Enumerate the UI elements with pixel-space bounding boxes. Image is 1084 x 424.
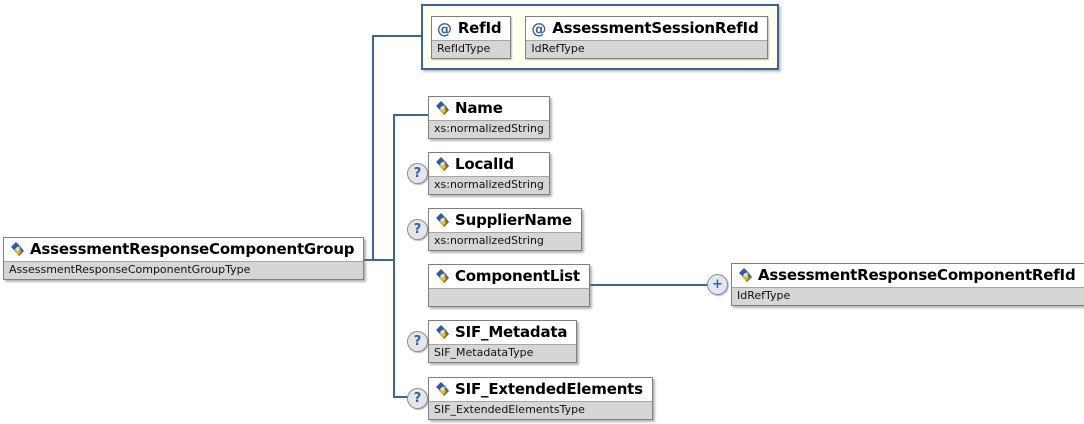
element-icon <box>436 157 449 171</box>
node-title: RefId <box>457 19 502 37</box>
node-title: AssessmentResponseComponentGroup <box>30 240 355 258</box>
node-title: ComponentList <box>455 267 580 285</box>
optional-badge: ? <box>407 388 428 409</box>
node-title: LocalId <box>455 155 514 173</box>
connector-componentlist-to-refid <box>578 284 710 286</box>
connector-extendedelements-stub <box>393 396 410 398</box>
node-type: AssessmentResponseComponentGroupType <box>4 261 364 279</box>
node-assessment-session-refid-attribute[interactable]: @ AssessmentSessionRefId IdRefType <box>525 16 769 59</box>
node-refid-attribute[interactable]: @ RefId RefIdType <box>431 16 512 59</box>
node-suppliername[interactable]: SupplierName xs:normalizedString <box>428 208 582 251</box>
element-icon <box>436 213 449 227</box>
attribute-icon: @ <box>437 19 452 38</box>
node-title: AssessmentSessionRefId <box>552 19 759 37</box>
node-type <box>429 288 589 306</box>
node-title-row: LocalId <box>429 153 549 176</box>
element-icon <box>11 242 24 256</box>
element-icon <box>436 101 449 115</box>
node-type: xs:normalizedString <box>429 176 549 194</box>
node-type: RefIdType <box>432 40 511 58</box>
node-title: AssessmentResponseComponentRefId <box>758 266 1076 284</box>
optional-badge: ? <box>407 219 428 240</box>
node-title: Name <box>455 99 503 117</box>
node-title-row: ComponentList <box>429 265 589 288</box>
node-title-row: SupplierName <box>429 209 581 232</box>
node-title-row: Name <box>429 97 549 120</box>
node-title: SupplierName <box>455 211 572 229</box>
node-title-row: @ RefId <box>432 17 510 40</box>
node-type: SIF_ExtendedElementsType <box>429 401 652 419</box>
node-title-row: SIF_ExtendedElements <box>429 378 652 401</box>
repeat-badge: + <box>707 274 728 295</box>
node-componentlist[interactable]: ComponentList <box>428 264 590 307</box>
attribute-icon: @ <box>531 19 547 38</box>
node-type: SIF_MetadataType <box>429 344 577 362</box>
element-icon <box>739 268 752 282</box>
node-localid[interactable]: LocalId xs:normalizedString <box>428 152 550 195</box>
attributes-panel: @ RefId RefIdType @ AssessmentSessionRef… <box>421 4 780 70</box>
node-type: IdRefType <box>732 287 1084 305</box>
node-type: xs:normalizedString <box>429 120 549 138</box>
connector-attributes-horizontal <box>372 35 423 37</box>
element-icon <box>436 325 449 339</box>
node-type: IdRefType <box>526 40 768 58</box>
node-assessment-response-component-group[interactable]: AssessmentResponseComponentGroup Assessm… <box>3 237 365 280</box>
node-title-row: AssessmentResponseComponentGroup <box>4 238 363 261</box>
node-name[interactable]: Name xs:normalizedString <box>428 96 550 139</box>
node-title-row: SIF_Metadata <box>429 321 576 344</box>
node-type: xs:normalizedString <box>429 232 581 250</box>
node-sif-metadata[interactable]: SIF_Metadata SIF_MetadataType <box>428 320 578 363</box>
connector-children-trunk <box>393 114 395 398</box>
node-sif-extendedelements[interactable]: SIF_ExtendedElements SIF_ExtendedElement… <box>428 377 653 420</box>
node-title-row: AssessmentResponseComponentRefId <box>732 264 1084 287</box>
connector-attributes-vertical <box>372 35 374 261</box>
connector-name-stub <box>393 114 430 116</box>
node-title-row: @ AssessmentSessionRefId <box>526 17 767 40</box>
element-icon <box>436 382 449 396</box>
optional-badge: ? <box>407 163 428 184</box>
node-title: SIF_ExtendedElements <box>455 380 643 398</box>
node-title: SIF_Metadata <box>455 323 568 341</box>
node-assessment-response-component-refid[interactable]: AssessmentResponseComponentRefId IdRefTy… <box>731 263 1084 306</box>
element-icon <box>436 269 449 283</box>
optional-badge: ? <box>407 331 428 352</box>
